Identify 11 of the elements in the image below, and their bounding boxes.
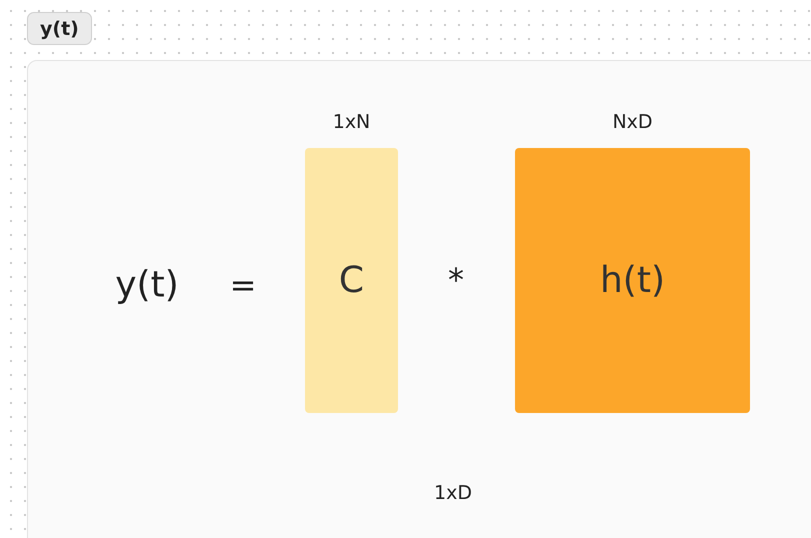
dimension-label: 1xD bbox=[434, 482, 472, 504]
output-symbol: y(t) bbox=[115, 264, 179, 306]
equals-sign: = bbox=[230, 266, 256, 304]
dimension-label: 1xN bbox=[332, 111, 370, 133]
multiply-sign: * bbox=[448, 261, 464, 299]
tab-label: y(t) bbox=[27, 12, 92, 45]
matrix-block bbox=[515, 148, 750, 413]
matrix-symbol: h(t) bbox=[600, 260, 666, 301]
dimension-label: NxD bbox=[612, 111, 653, 133]
matrix-symbol: C bbox=[338, 260, 364, 301]
matrix-block bbox=[305, 148, 398, 413]
